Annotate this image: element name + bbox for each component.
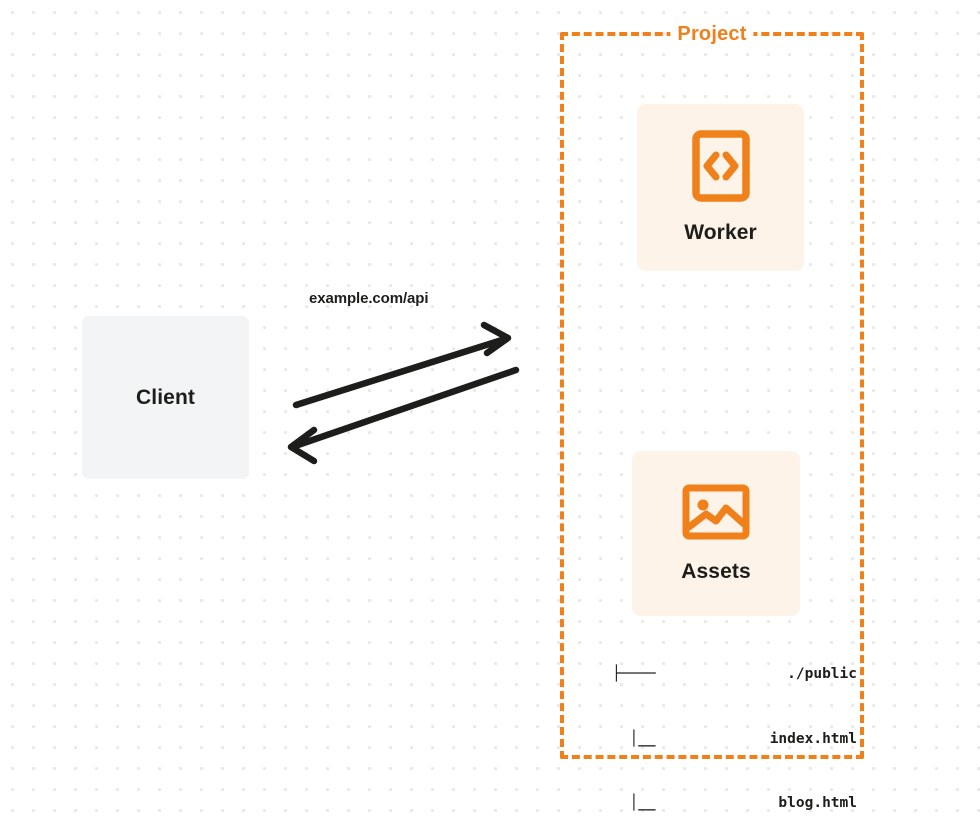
file-tree-item-name: index.html bbox=[769, 730, 857, 747]
request-arrow bbox=[292, 321, 512, 409]
client-node-label: Client bbox=[136, 385, 195, 409]
file-tree-row: │__ blog.html bbox=[612, 793, 857, 815]
file-tree-row: │__ index.html bbox=[612, 729, 857, 751]
project-container: Project Worker Assets bbox=[560, 23, 864, 811]
connection-label: example.com/api bbox=[309, 290, 429, 307]
response-arrow bbox=[287, 366, 520, 465]
tree-connector-glyph: │__ bbox=[612, 795, 656, 811]
assets-card[interactable]: Assets bbox=[632, 451, 800, 616]
worker-card-label: Worker bbox=[684, 221, 757, 244]
tree-connector-glyph: ├──── bbox=[612, 666, 656, 682]
client-node[interactable]: Client bbox=[82, 316, 249, 479]
file-tree-row: ├──── ./public bbox=[612, 664, 857, 686]
assets-card-label: Assets bbox=[681, 560, 751, 583]
file-tree-item-name: ./public bbox=[787, 666, 857, 682]
worker-card[interactable]: Worker bbox=[637, 104, 804, 271]
tree-connector-glyph: │__ bbox=[612, 730, 656, 747]
file-tree-item-name: blog.html bbox=[778, 795, 857, 811]
image-picture-icon bbox=[682, 483, 750, 546]
connector-arrows bbox=[287, 321, 520, 465]
assets-file-tree: ├──── ./public │__ index.html │__ blog.h… bbox=[612, 621, 857, 818]
code-brackets-icon bbox=[691, 130, 750, 207]
project-container-title: Project bbox=[670, 23, 754, 46]
